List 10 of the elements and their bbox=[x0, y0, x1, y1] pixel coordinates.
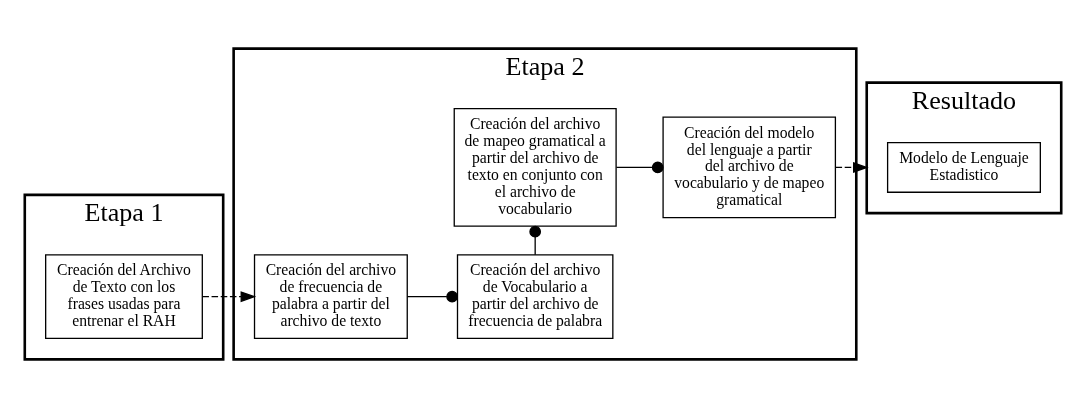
node-box: Creación del modelo del lenguaje a partir del archivo de vocabulario y de mapeo gramatical bbox=[662, 116, 837, 218]
node-box: Creación del Archivo de Texto con los frases usadas para entrenar el RAH bbox=[45, 253, 203, 339]
node-box: Modelo de Lenguaje Estadistico bbox=[886, 141, 1041, 193]
node-box: Creación del archivo de mapeo gramatical a partir del archivo de texto en conjunto con el archivo de vocabulario bbox=[453, 107, 617, 227]
connector bbox=[615, 161, 664, 173]
node-box: Creación del archivo de Vocabulario a partir del archivo de frecuencia de palabra bbox=[456, 253, 614, 339]
node-box: Creación del archivo de frecuencia de palabra a partir del archivo de texto bbox=[253, 253, 408, 339]
arrow bbox=[834, 161, 869, 173]
arrow bbox=[201, 290, 257, 302]
connector bbox=[406, 290, 458, 303]
